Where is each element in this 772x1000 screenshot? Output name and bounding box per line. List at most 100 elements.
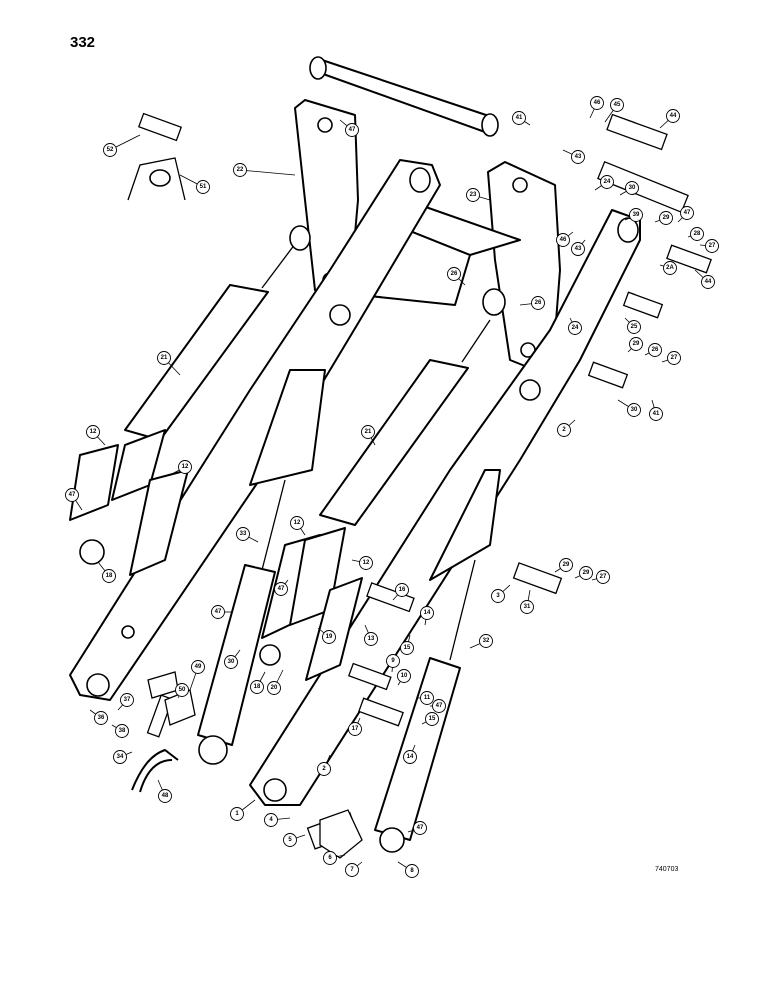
callout-bubble: [283, 833, 297, 847]
callout-label: 30: [629, 185, 636, 191]
callout-27: 27: [591, 570, 610, 584]
callout-label: 10: [401, 673, 408, 679]
callout-47: 47: [430, 699, 446, 713]
callout-label: 26: [535, 300, 542, 306]
callout-label: 34: [117, 754, 124, 760]
callout-label: 22: [237, 167, 244, 173]
callout-22: 22: [233, 163, 296, 177]
callout-bubble: [627, 320, 641, 334]
callout-label: 30: [631, 407, 638, 413]
callout-label: 49: [195, 664, 202, 670]
callout-2A: 2A: [659, 261, 677, 275]
callout-bubble: [568, 321, 582, 335]
callout-38: 38: [111, 724, 129, 738]
callout-label: 50: [179, 687, 186, 693]
gusset-left: [249, 369, 326, 486]
callout-label: 46: [560, 237, 567, 243]
callout-label: 16: [399, 587, 406, 593]
callout-label: 19: [326, 634, 333, 640]
callout-label: 24: [604, 179, 611, 185]
callout-bubble: [403, 750, 417, 764]
callout-bubble: [556, 233, 570, 247]
callout-45: 45: [604, 98, 624, 123]
callout-bubble: [571, 242, 585, 256]
callout-9: 9: [386, 654, 400, 673]
callout-label: 2: [322, 766, 326, 772]
callout-label: 47: [69, 492, 76, 498]
callout-bubble: [425, 712, 439, 726]
callout-label: 15: [404, 645, 411, 651]
callout-label: 29: [583, 570, 590, 576]
callout-bubble: [610, 98, 624, 112]
callout-5: 5: [283, 833, 306, 847]
callout-25: 25: [624, 317, 641, 334]
callout-bubble: [629, 337, 643, 351]
callout-52: 52: [103, 134, 141, 157]
callout-bubble: [420, 691, 434, 705]
callout-bubble: [579, 566, 593, 580]
callout-label: 15: [429, 716, 436, 722]
callout-bubble: [413, 821, 427, 835]
callout-12: 12: [86, 425, 106, 446]
callout-label: 30: [228, 659, 235, 665]
callout-bubble: [250, 680, 264, 694]
callout-bubble: [405, 864, 419, 878]
pins-bushings: [131, 113, 712, 859]
callout-label: 14: [407, 754, 414, 760]
callout-18: 18: [250, 671, 266, 694]
callout-bubble: [559, 558, 573, 572]
callout-2: 2: [557, 419, 576, 437]
callout-label: 12: [182, 464, 189, 470]
callout-bubble: [557, 423, 571, 437]
callout-39: 39: [624, 208, 643, 222]
callout-bubble: [667, 351, 681, 365]
callout-bubble: [627, 403, 641, 417]
callout-label: 47: [684, 210, 691, 216]
callout-bubble: [322, 630, 336, 644]
callout-label: 21: [365, 429, 372, 435]
callout-bubble: [432, 699, 446, 713]
callout-label: 48: [162, 793, 169, 799]
callout-21: 21: [157, 351, 181, 376]
callout-8: 8: [397, 861, 419, 878]
callout-label: 47: [436, 703, 443, 709]
callout-bubble: [274, 582, 288, 596]
callout-16: 16: [392, 583, 409, 601]
lift-cylinder-right: [319, 288, 506, 526]
callout-label: 41: [653, 411, 660, 417]
callout-28: 28: [687, 227, 704, 241]
callout-14: 14: [420, 606, 434, 626]
callout-4: 4: [264, 813, 291, 827]
callout-bubble: [648, 343, 662, 357]
callout-bubble: [649, 407, 663, 421]
callout-label: 14: [424, 610, 431, 616]
callout-10: 10: [397, 669, 411, 686]
callout-label: 12: [294, 520, 301, 526]
callout-label: 25: [631, 324, 638, 330]
callout-label: 21: [161, 355, 168, 361]
callout-label: 52: [107, 147, 114, 153]
callout-label: 47: [278, 586, 285, 592]
callout-bubble: [348, 722, 362, 736]
callout-label: 36: [98, 715, 105, 721]
callout-bubble: [596, 570, 610, 584]
callout-30: 30: [617, 399, 641, 417]
callout-49: 49: [189, 660, 205, 691]
callout-bubble: [236, 527, 250, 541]
callout-26: 26: [519, 296, 545, 310]
callout-label: 9: [391, 658, 395, 664]
callout-47: 47: [339, 119, 359, 137]
callout-label: 41: [516, 115, 523, 121]
callout-17: 17: [348, 717, 362, 736]
callout-label: 8: [410, 868, 414, 874]
callout-26: 26: [644, 343, 662, 357]
callout-bubble: [625, 181, 639, 195]
callout-6: 6: [323, 851, 346, 865]
callout-label: 33: [240, 531, 247, 537]
callout-label: 29: [563, 562, 570, 568]
callout-bubble: [397, 669, 411, 683]
callout-37: 37: [117, 693, 134, 711]
callout-29: 29: [654, 211, 673, 225]
callout-bubble: [317, 762, 331, 776]
